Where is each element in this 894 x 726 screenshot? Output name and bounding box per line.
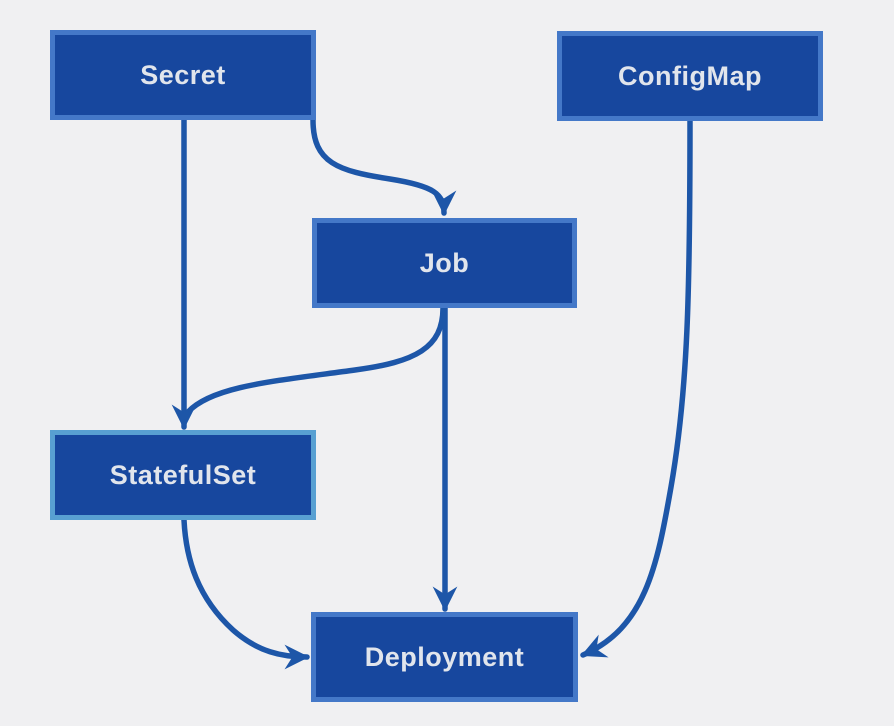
node-job: Job [312,218,577,308]
node-statefulset: StatefulSet [50,430,316,520]
edge-job-to-statefulset [185,305,446,415]
node-configmap: ConfigMap [557,31,823,121]
node-statefulset-label: StatefulSet [109,459,257,490]
node-configmap-label: ConfigMap [618,60,762,91]
node-secret: Secret [50,30,316,120]
node-job-label: Job [419,247,470,278]
edge-secret-to-job [310,117,457,216]
node-secret-label: Secret [140,59,226,90]
edge-statefulset-to-deployment [181,517,310,670]
edge-configmap-to-deployment [580,118,693,658]
node-deployment: Deployment [311,612,578,702]
node-deployment-label: Deployment [364,641,525,672]
